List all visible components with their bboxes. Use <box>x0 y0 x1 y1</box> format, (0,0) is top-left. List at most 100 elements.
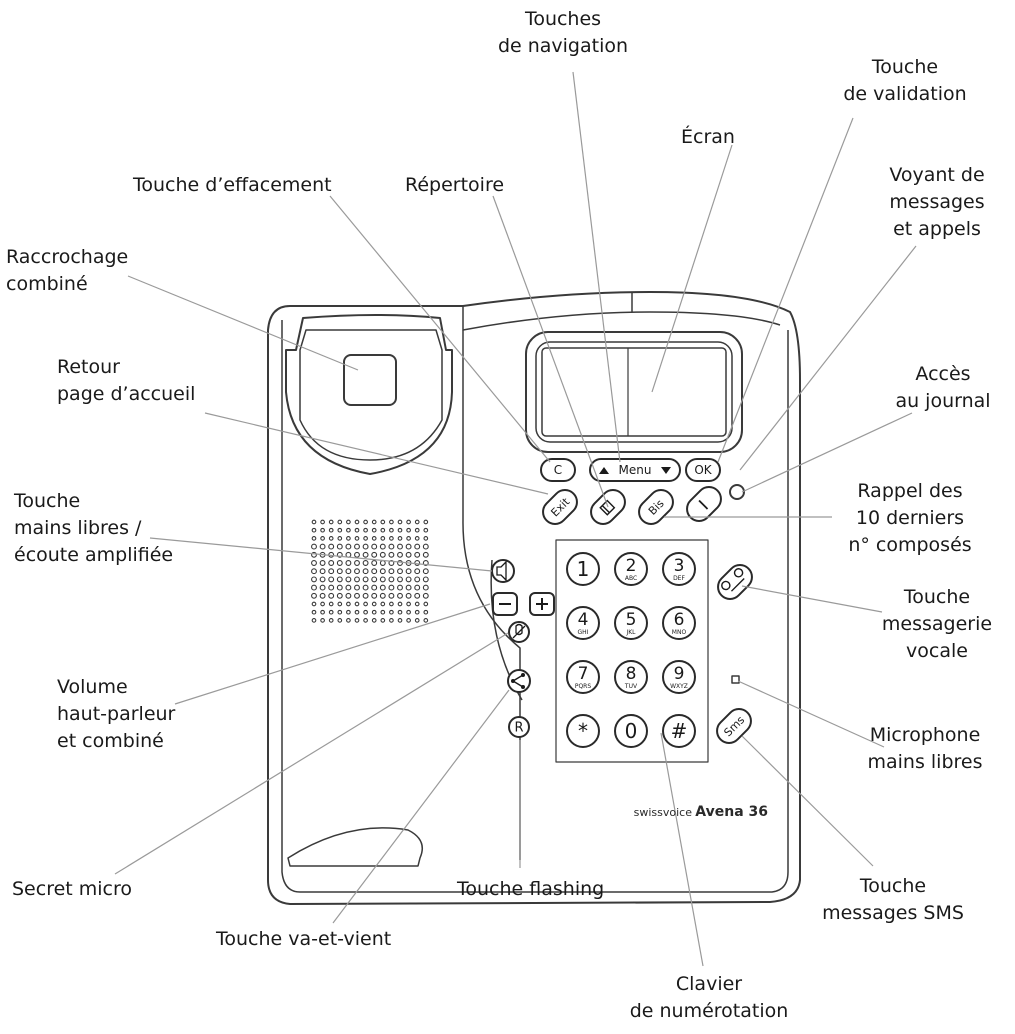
speaker-hole <box>379 551 386 558</box>
keypad-key-shape <box>662 714 696 748</box>
leader-line <box>329 195 551 463</box>
label-mute: Secret micro <box>12 878 133 900</box>
keypad-digit: 9 <box>674 664 685 684</box>
speaker-hole <box>311 536 317 541</box>
speaker-hole <box>345 543 352 550</box>
recall-key[interactable]: R <box>508 716 530 738</box>
speaker-hole <box>371 601 377 607</box>
voicemail-key[interactable] <box>713 560 757 604</box>
speaker-hole <box>320 601 325 607</box>
speaker-hole <box>337 618 343 623</box>
cradle-inner <box>299 329 443 461</box>
speaker-hole <box>311 592 317 599</box>
keypad-frame <box>555 539 709 763</box>
speaker-hole <box>397 568 403 575</box>
keypad-key[interactable]: # <box>662 714 696 748</box>
speaker-hole <box>423 618 429 623</box>
speaker-hole <box>371 536 377 541</box>
toggle-key[interactable] <box>507 669 531 693</box>
speaker-hole <box>354 584 360 591</box>
keypad-digit: 2 <box>626 556 637 576</box>
speaker-hole <box>362 543 369 550</box>
speaker-hole <box>311 568 317 575</box>
speaker-hole <box>363 527 368 533</box>
clear-key-label: C <box>554 463 562 477</box>
keypad-letters: DEF <box>673 575 685 582</box>
recall-key-label: R <box>514 721 523 736</box>
journal-key[interactable] <box>682 482 726 526</box>
leader-line <box>741 412 913 493</box>
clear-key[interactable]: C <box>540 458 576 482</box>
speaker-hole <box>363 609 368 615</box>
speaker-hole <box>380 519 386 525</box>
keypad-key[interactable]: * <box>566 714 600 748</box>
speaker-hole <box>423 601 429 607</box>
speaker-hole <box>380 601 386 607</box>
speaker-hole <box>414 584 421 591</box>
speaker-hole <box>388 592 395 599</box>
journal-icon <box>698 499 709 510</box>
speaker-hole <box>362 560 369 566</box>
keypad-key-shape <box>566 606 600 640</box>
speaker-hole <box>423 527 429 533</box>
phone-base <box>267 291 801 905</box>
speaker-hole <box>414 543 421 550</box>
directory-book-icon <box>599 499 616 516</box>
leader-line <box>492 195 609 508</box>
speaker-hole <box>354 609 360 615</box>
speaker-hole <box>328 601 334 607</box>
speaker-hole <box>354 551 360 558</box>
speaker-hole <box>337 519 343 525</box>
menu-key-shape <box>589 458 681 482</box>
keypad-key[interactable]: 1 <box>566 552 600 586</box>
speaker-hole <box>414 609 420 615</box>
volume-plus-key[interactable] <box>529 592 555 616</box>
speaker-hole <box>379 592 386 599</box>
speaker-hole <box>362 584 369 591</box>
leader-line <box>737 680 885 748</box>
redial-key[interactable]: Bis <box>634 485 678 529</box>
handsfree-key-shape <box>491 559 515 583</box>
leader-line <box>127 275 359 371</box>
keypad-letters: TUV <box>624 683 638 690</box>
base-inner-edge <box>281 320 789 893</box>
exit-key[interactable]: Exit <box>538 485 582 529</box>
message-indicator <box>729 484 745 500</box>
speaker-hole <box>371 576 378 583</box>
screen <box>541 347 727 437</box>
sms-key[interactable]: Sms <box>712 704 756 748</box>
speaker-hole <box>397 536 403 541</box>
speaker-hole <box>397 551 403 558</box>
keypad-key-shape <box>614 606 648 640</box>
keypad-digit: 4 <box>578 610 589 630</box>
label-screen: Écran <box>681 126 735 148</box>
speaker-hole <box>380 527 386 533</box>
menu-key[interactable]: Menu <box>589 458 681 482</box>
keypad-letters: MNO <box>672 629 687 636</box>
keypad-key[interactable]: 0 <box>614 714 648 748</box>
ok-key[interactable]: OK <box>685 458 721 482</box>
mute-key[interactable] <box>508 621 530 643</box>
speaker-hole <box>380 609 386 615</box>
handsfree-key[interactable] <box>491 559 515 583</box>
menu-up-arrow-icon <box>599 467 609 474</box>
volume-minus-key[interactable] <box>492 592 518 616</box>
speaker-hole <box>389 527 394 533</box>
speaker-hole <box>362 551 369 558</box>
speaker-hole <box>379 543 386 550</box>
speaker-hole <box>379 584 386 591</box>
label-clear-key: Touche d’effacement <box>133 174 332 196</box>
speaker-hole <box>363 536 368 541</box>
speaker-hole <box>371 568 378 575</box>
